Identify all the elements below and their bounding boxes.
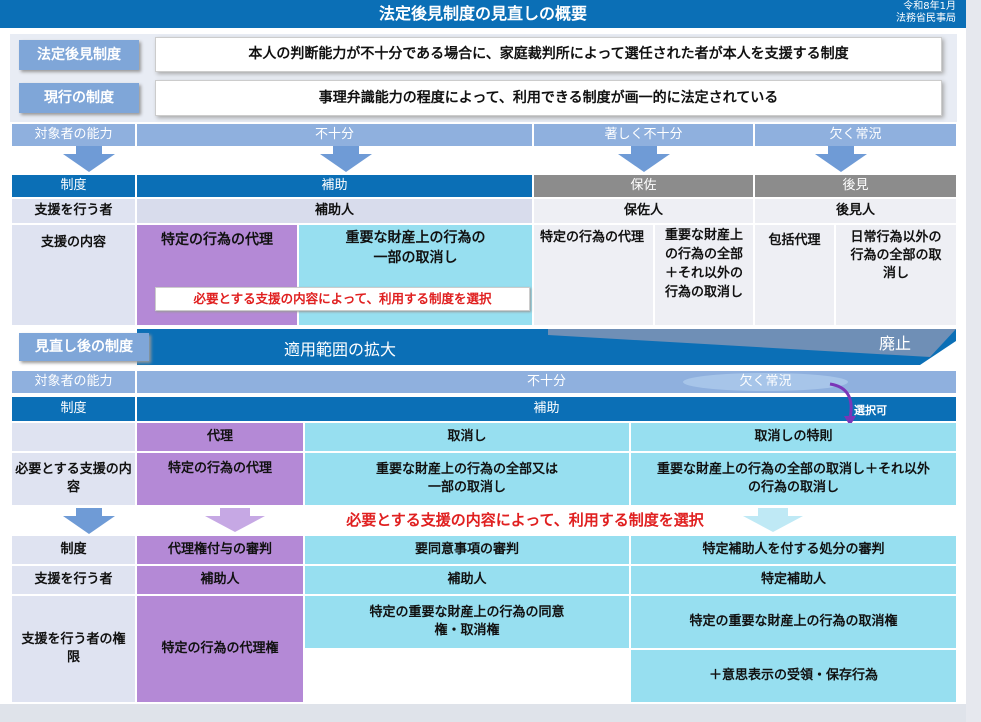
intro-current-desc: 事理弁識能力の程度によって、利用できる制度が画一的に法定されている [155,80,942,116]
intro-label-current: 現行の制度 [19,83,139,113]
current-content-guardian-proxy: 包括代理 [755,225,834,325]
date-block: 令和8年1月法務省民事局 [846,1,956,25]
curved-arrow-icon [829,382,856,426]
current-content-label: 支援の内容 [12,225,135,325]
date: 令和8年1月 [903,1,956,12]
arrow-down-icon [320,154,372,172]
arrow-down-icon [743,516,803,532]
arrow-stem [828,146,854,154]
reviewed-system-label: 制度 [12,397,135,421]
reviewed-supporter-cancel: 補助人 [305,566,629,594]
intro-system-desc: 本人の判断能力が不十分である場合に、家庭裁判所によって選任された者が本人を支援す… [155,37,942,72]
current-supporter-assistant: 補助人 [137,199,532,223]
reviewed-choice-text: 必要とする支援の内容によって、利用する制度を選択 [346,510,704,529]
current-ability-label: 対象者の能力 [12,124,135,146]
adjudication-proxy: 代理権付与の審判 [137,536,303,564]
reviewed-choice-note: 必要とする支援の内容によって、利用する制度を選択 [290,508,760,532]
adjudication-consent: 要同意事項の審判 [305,536,629,564]
reviewed-label: 見直し後の制度 [19,333,149,361]
arrow-down-icon [205,516,265,532]
ability-oval-lacking: 欠く常況 [683,373,848,391]
arrow-down-icon [815,154,867,172]
arrow-stem [220,508,250,516]
type-cancel: 取消し [305,423,629,451]
reviewed-ability-label: 対象者の能力 [12,371,135,393]
reviewed-supporter-proxy: 補助人 [137,566,303,594]
authority-proxy: 特定の行為の代理権 [137,596,303,702]
current-system-label: 制度 [12,175,135,197]
current-ability-lacking: 欠く常況 [755,124,956,146]
current-supporter-label: 支援を行う者 [12,199,135,223]
current-system-curatorship: 保佐 [534,175,753,197]
need-proxy: 特定の行為の代理 [137,453,303,505]
transition-banner [137,329,956,365]
reviewed-supporter-label: 支援を行う者 [12,566,135,594]
type-proxy: 代理 [137,423,303,451]
authority-empty-cell [305,650,629,702]
current-ability-insufficient: 不十分 [137,124,532,146]
abolished-label: 廃止 [878,334,911,354]
arrow-stem [631,146,657,154]
arrow-stem [76,508,102,516]
bottom-margin [0,704,966,722]
current-choice-text: 必要とする支援の内容によって、利用する制度を選択 [193,290,492,306]
page-title-bar: 法定後見制度の見直しの概要 [0,0,966,28]
type-label-blank [12,423,135,451]
adjudication-label: 制度 [12,536,135,564]
current-system-assistance: 補助 [137,175,532,197]
arrow-stem [333,146,359,154]
arrow-down-icon [63,516,115,534]
intro-label-system: 法定後見制度 [19,40,139,70]
current-content-guardian-cancel: 日常行為以外の行為の全部の取消し [836,225,956,325]
current-supporter-guardian: 後見人 [755,199,956,223]
arrow-down-icon [618,154,670,172]
current-ability-significant: 著しく不十分 [534,124,753,146]
arrow-down-icon [63,154,115,172]
current-content-curator-proxy: 特定の行為の代理 [534,225,653,325]
need-label: 必要とする支援の内容 [12,453,135,505]
selectable-note: 選択可 [854,404,887,417]
reviewed-banner: 適用範囲の拡大 [283,340,396,360]
need-cancel-special: 重要な財産上の行為の全部の取消し＋それ以外の行為の取消し [631,453,956,505]
authority-cancel-only: 特定の重要な財産上の行為の取消権 [631,596,956,648]
authority-consent-cancel: 特定の重要な財産上の行為の同意権・取消権 [305,596,629,648]
authority-receipt: ＋意思表示の受領・保存行為 [631,650,956,702]
reviewed-system-value: 補助 [137,397,956,421]
arrow-stem [76,146,102,154]
current-content-curator-cancel: 重要な財産上の行為の全部＋それ以外の行為の取消し [655,225,753,325]
arrow-stem [758,508,788,516]
right-margin [966,0,981,722]
need-cancel: 重要な財産上の行為の全部又は一部の取消し [305,453,629,505]
page-title: 法定後見制度の見直しの概要 [378,4,587,24]
current-system-guardianship: 後見 [755,175,956,197]
authority-label: 支援を行う者の権限 [12,596,135,702]
ministry: 法務省民事局 [896,13,956,24]
type-cancel-special: 取消しの特則 [631,423,956,451]
current-choice-note: 必要とする支援の内容によって、利用する制度を選択 [155,287,530,311]
reviewed-supporter-special: 特定補助人 [631,566,956,594]
adjudication-special: 特定補助人を付する処分の審判 [631,536,956,564]
current-supporter-curator: 保佐人 [534,199,753,223]
